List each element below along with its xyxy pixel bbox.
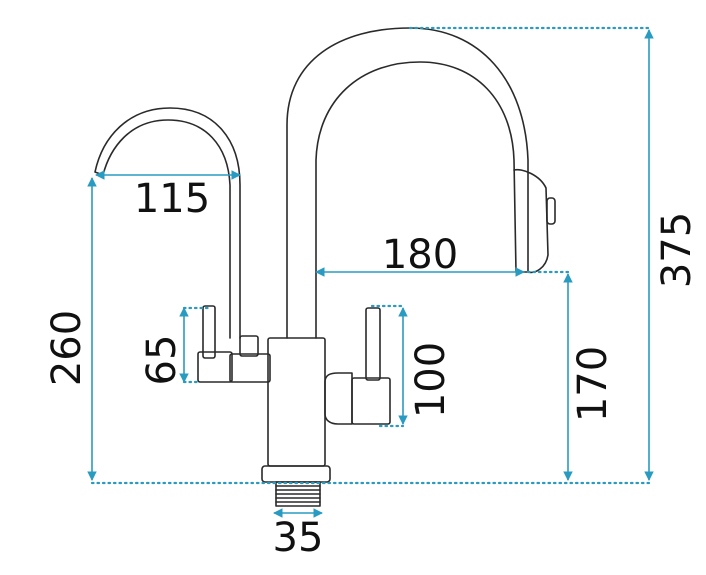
label-375: 375 [654, 212, 700, 288]
label-35: 35 [273, 515, 324, 561]
label-170: 170 [570, 346, 616, 422]
main-spout [286, 27, 529, 339]
mount-ring [261, 465, 331, 483]
dimension-lines [87, 26, 654, 518]
label-100: 100 [408, 342, 454, 418]
label-180: 180 [382, 232, 458, 278]
dimension-labels: 115 180 35 260 65 100 170 375 [44, 176, 700, 561]
threaded-shank [275, 481, 321, 507]
faucet-outline [94, 27, 556, 507]
filter-lever [197, 305, 271, 383]
label-260: 260 [44, 310, 90, 386]
main-lever [324, 307, 391, 425]
faucet-body [267, 337, 326, 467]
spray-button [546, 197, 556, 225]
filter-spout [94, 107, 241, 339]
label-65: 65 [139, 335, 185, 386]
label-115: 115 [134, 176, 210, 222]
spray-head [513, 168, 549, 274]
